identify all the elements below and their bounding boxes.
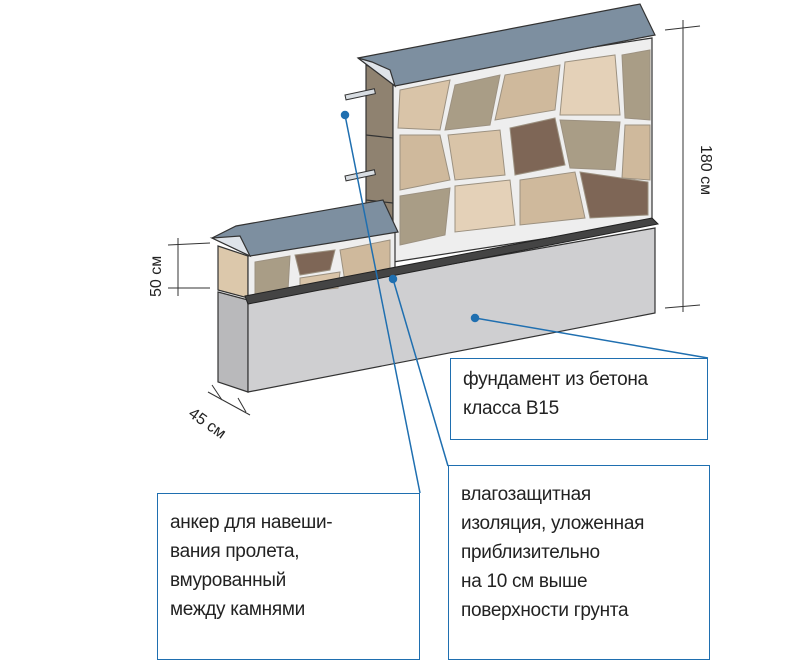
anchor-label: анкер для навеши- вания пролета, вмурова… <box>157 493 420 660</box>
anchor-label-line: вмурованный <box>170 570 286 591</box>
concrete-foundation <box>217 227 656 393</box>
insulation-layer <box>244 217 660 305</box>
insulation-label-line: приблизительно <box>461 542 600 563</box>
foundation-label-line: фундамент из бетона <box>463 369 648 390</box>
anchor-rods <box>344 88 376 182</box>
dimension-lines <box>167 20 701 416</box>
leader-lines <box>340 110 709 494</box>
insulation-label-line: поверхности грунта <box>461 600 629 621</box>
foundation-label-line: класса В15 <box>463 398 559 419</box>
anchor-label-line: между камнями <box>170 599 305 620</box>
dimension-180: 180 см <box>697 145 714 196</box>
tall-wall <box>356 3 656 263</box>
insulation-label-line: влагозащитная <box>461 484 591 505</box>
insulation-label-line: на 10 см выше <box>461 571 588 592</box>
foundation-label: фундамент из бетона класса В15 <box>450 358 708 440</box>
anchor-label-line: вания пролета, <box>170 541 300 562</box>
insulation-label: влагозащитная изоляция, уложенная прибли… <box>448 465 710 660</box>
insulation-label-line: изоляция, уложенная <box>461 513 645 534</box>
dimension-50: 50 см <box>148 255 165 297</box>
anchor-label-line: анкер для навеши- <box>170 512 333 533</box>
